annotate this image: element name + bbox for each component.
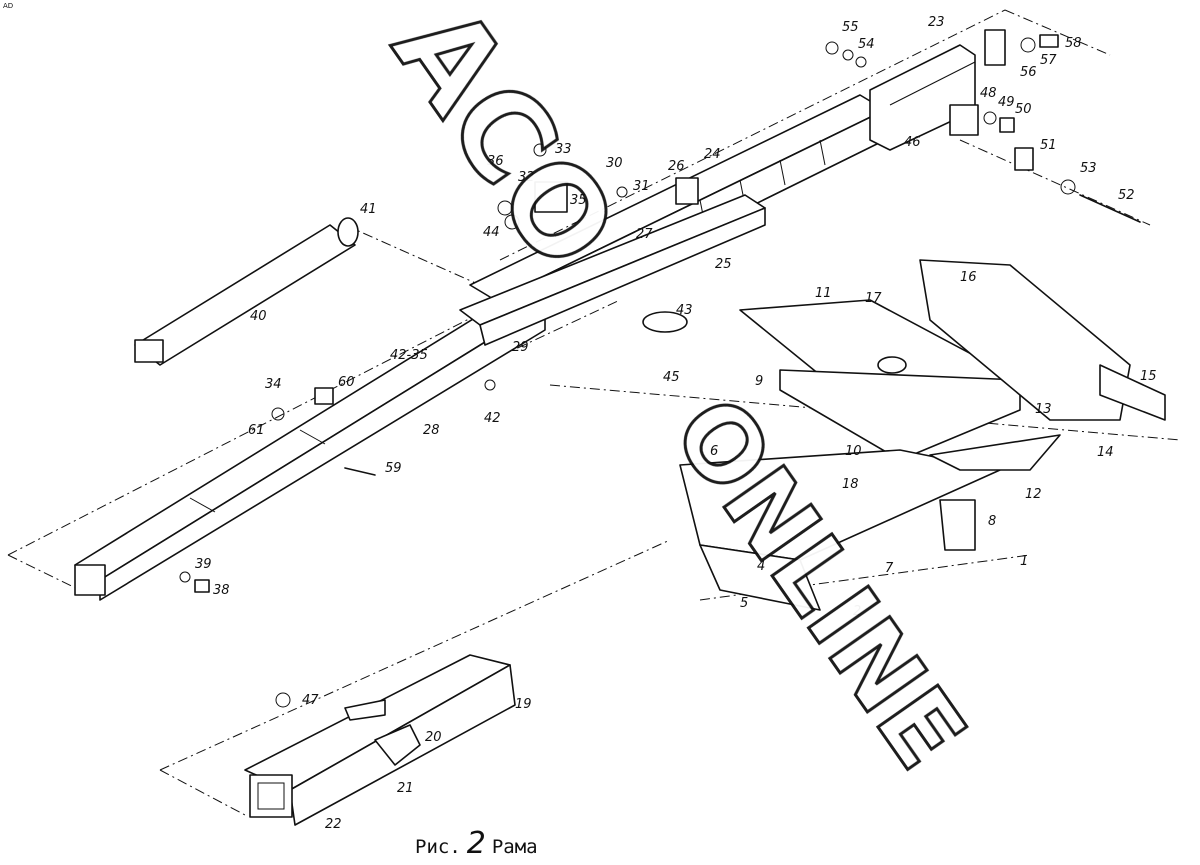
small-parts xyxy=(179,29,1141,766)
callout-label: 17 xyxy=(865,291,882,306)
callout-label: 28 xyxy=(423,423,440,438)
callout-label: 23 xyxy=(928,15,945,30)
callout-label: 4 xyxy=(757,559,765,574)
callout-label: 27 xyxy=(636,227,653,242)
callout-label: 55 xyxy=(842,20,859,35)
callout-label: 52 xyxy=(1118,188,1135,203)
callout-label: 47 xyxy=(302,693,319,708)
callout-label: 34 xyxy=(265,377,282,392)
callout-label: 50 xyxy=(1015,102,1032,117)
callout-label: 54 xyxy=(858,37,875,52)
callout-label: 1 xyxy=(1020,554,1028,569)
callout-label: 45 xyxy=(663,370,680,385)
callout-label: 25 xyxy=(715,257,732,272)
caption-prefix: Рис. xyxy=(415,836,461,858)
caption-title: Рама xyxy=(491,836,538,858)
callout-label: 15 xyxy=(1140,369,1157,384)
callout-label: 41 xyxy=(360,202,377,217)
callout-label: 42-35 xyxy=(390,348,428,363)
callout-label: 59 xyxy=(385,461,402,476)
callout-label: 32 xyxy=(518,170,535,185)
callout-label: 22 xyxy=(325,817,342,832)
callout-label: 8 xyxy=(988,514,996,529)
callout-label: 5 xyxy=(740,596,748,611)
callout-label: 51 xyxy=(1040,138,1057,153)
callout-label: 7 xyxy=(885,561,894,576)
assembly-axis-lines xyxy=(7,9,1181,816)
callout-label: 16 xyxy=(960,270,977,285)
callout-label: 39 xyxy=(195,557,212,572)
callout-label: 46 xyxy=(904,135,921,150)
callout-label: 9 xyxy=(755,374,763,389)
callout-label: 10 xyxy=(845,444,862,459)
caption-number: 2 xyxy=(466,826,486,861)
callout-label: 53 xyxy=(1080,161,1097,176)
callout-label: 20 xyxy=(425,730,442,745)
callout-label: 40 xyxy=(250,309,267,324)
callout-label: 12 xyxy=(1025,487,1042,502)
callout-label: 44 xyxy=(483,225,500,240)
callout-label: 58 xyxy=(1065,36,1082,51)
callout-label: 42 xyxy=(484,411,501,426)
callout-label: 57 xyxy=(1040,53,1057,68)
callout-label: 43 xyxy=(676,303,693,318)
main-frame xyxy=(679,259,1166,611)
callout-label: 49 xyxy=(998,95,1015,110)
callout-label: 36 xyxy=(487,154,504,169)
callout-label: 11 xyxy=(815,286,832,301)
callout-label: 29 xyxy=(512,340,529,355)
callout-label: 30 xyxy=(606,156,623,171)
callout-label: 56 xyxy=(1020,65,1037,80)
callout-label: 13 xyxy=(1035,402,1052,417)
callout-label: 26 xyxy=(668,159,685,174)
callout-label: 2 xyxy=(853,604,861,619)
callout-label: 24 xyxy=(704,147,721,162)
corner-mark: AD xyxy=(3,2,14,10)
callout-label: 48 xyxy=(980,86,997,101)
callout-label: 21 xyxy=(397,781,414,796)
callout-label: 61 xyxy=(248,423,265,438)
lower-beam xyxy=(74,289,546,601)
callout-label: 33 xyxy=(555,142,572,157)
callout-label: 14 xyxy=(1097,445,1114,460)
callout-label: 60 xyxy=(338,375,355,390)
callout-labels: 1 2 4 5 6 7 8 9 10 11 12 13 14 15 16 17 … xyxy=(195,15,1157,832)
callout-label: 6 xyxy=(710,444,718,459)
middle-beam xyxy=(459,194,766,346)
callout-label: 19 xyxy=(515,697,532,712)
callout-label: 31 xyxy=(633,179,650,194)
callout-label: 35 xyxy=(570,193,587,208)
hydraulic-cylinder xyxy=(134,217,359,366)
callout-label: 18 xyxy=(842,477,859,492)
callout-label: 38 xyxy=(213,583,230,598)
